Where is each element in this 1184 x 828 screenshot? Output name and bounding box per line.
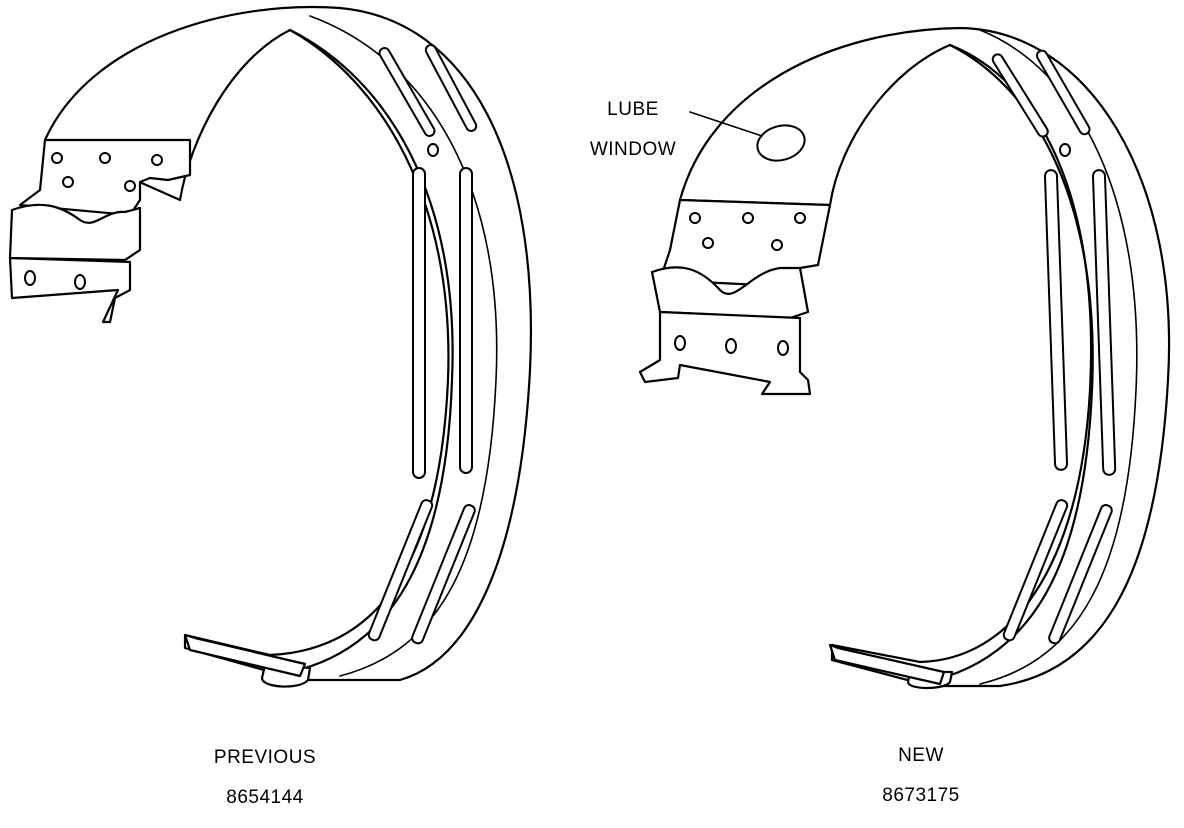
previous-slot-mid-1: [412, 167, 426, 479]
new-band-outer-edge: [678, 26, 1171, 688]
new-lube-window-hole: [756, 124, 806, 162]
new-strut-cam: [650, 266, 810, 320]
new-slot-mid-1: [1043, 169, 1069, 471]
new-band-part-number: 8673175: [882, 785, 960, 806]
new-slot-top-2: [1036, 49, 1091, 136]
previous-rivet-3: [151, 154, 163, 166]
previous-band-caption: PREVIOUS 8654144: [190, 728, 340, 828]
previous-band-hole: [427, 143, 439, 157]
new-rivet-6: [674, 335, 686, 351]
new-rivet-1: [689, 212, 701, 224]
new-rivet-7: [725, 338, 737, 354]
previous-band-part-number: 8654144: [226, 787, 304, 808]
new-rivet-4: [702, 237, 714, 249]
previous-slot-top-2: [424, 44, 478, 132]
new-slot-top-1: [991, 53, 1049, 138]
new-band-title: NEW: [898, 745, 944, 766]
previous-strut-cam: [8, 203, 142, 262]
new-slot-low-1: [1002, 499, 1069, 642]
previous-slot-low-2: [411, 504, 476, 645]
band-comparison-diagram: [8, 5, 1171, 690]
lube-window-label-line2: WINDOW: [589, 139, 677, 160]
previous-strut-bracket: [18, 138, 192, 217]
previous-slot-top-1: [378, 47, 436, 137]
new-bottom-end: [828, 643, 946, 686]
lube-window-leader-line: [689, 111, 763, 137]
new-slot-low-2: [1048, 504, 1113, 645]
new-band-caption: NEW 8673175: [846, 726, 996, 826]
new-slot-mid-2: [1091, 169, 1117, 476]
previous-slot-mid-2: [459, 167, 473, 474]
lube-window-label-line1: LUBE: [607, 99, 659, 120]
previous-strut-lower: [8, 256, 132, 324]
previous-bottom-end: [183, 633, 307, 678]
previous-rivet-7: [74, 274, 86, 290]
previous-rivet-2: [99, 152, 111, 164]
previous-slot-low-1: [367, 499, 434, 642]
previous-rivet-4: [62, 176, 74, 188]
new-rivet-5: [771, 239, 783, 251]
previous-band: [8, 5, 532, 688]
new-rivet-8: [777, 340, 789, 356]
new-strut-lower: [638, 310, 812, 396]
previous-rivet-1: [51, 152, 63, 164]
lube-window-label: LUBE WINDOW: [578, 80, 688, 180]
previous-band-title: PREVIOUS: [213, 747, 317, 768]
new-rivet-2: [742, 212, 754, 224]
new-rivet-3: [794, 212, 806, 224]
previous-rivet-5: [124, 180, 136, 192]
new-band-hole: [1059, 143, 1071, 157]
new-band: [638, 26, 1171, 690]
previous-rivet-6: [24, 270, 36, 286]
